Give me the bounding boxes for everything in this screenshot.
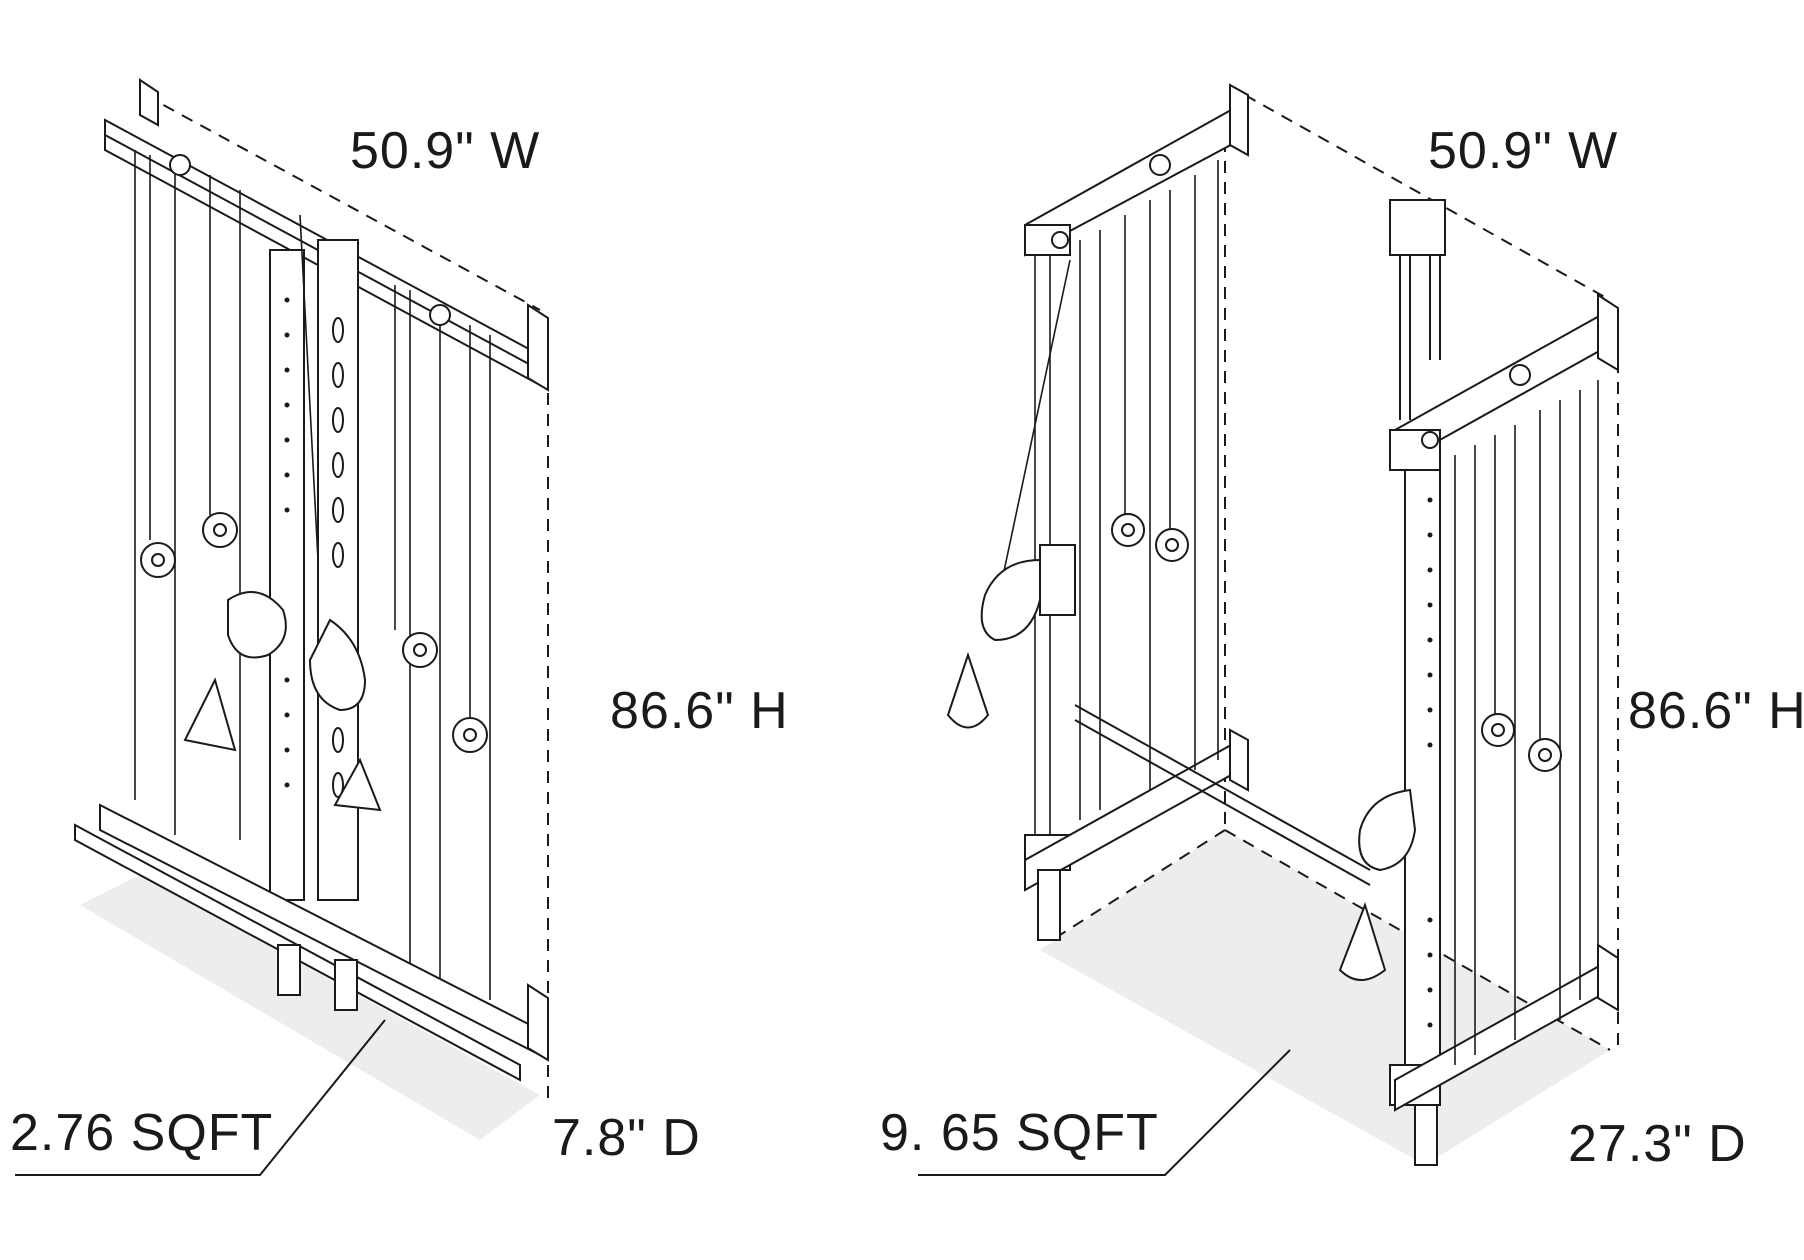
right-hanging-plate (1389, 199, 1446, 256)
right-area-label: 9. 65 SQFT (880, 1104, 1159, 1162)
left-handle-b (333, 757, 382, 812)
left-arm-b (308, 618, 367, 712)
right-left-tower-cables (999, 160, 1219, 835)
left-area-label: 2.76 SQFT (10, 1104, 274, 1162)
left-unit-drawing (15, 78, 549, 1176)
right-right-tower-bracket (1597, 293, 1619, 372)
right-right-tower-arm (1358, 788, 1417, 872)
right-floor-footprint (1040, 830, 1610, 1165)
left-column-slots (332, 317, 344, 798)
right-right-tower-pulleys (1421, 364, 1562, 772)
left-top-right-bracket (527, 303, 549, 392)
left-floor-footprint (80, 875, 540, 1140)
right-width-dash-top (1244, 94, 1611, 301)
right-height-label: 86.6" H (1628, 682, 1804, 740)
left-width-label: 50.9" W (350, 122, 541, 180)
right-width-label: 50.9" W (1428, 122, 1619, 180)
right-right-tower-bottom-bracket (1597, 943, 1619, 1012)
left-cables (134, 150, 491, 1000)
right-pullup-bar-bottom (1074, 719, 1371, 886)
right-right-tower-cables (1454, 380, 1599, 1065)
left-arm-a (227, 591, 287, 659)
right-right-tower-post (1404, 459, 1441, 1081)
left-bottom-right-bracket (527, 983, 549, 1062)
right-pullup-bar-top (1074, 704, 1371, 871)
right-right-tower-handle (1338, 901, 1387, 981)
right-right-tower-foot (1414, 1104, 1438, 1166)
left-handle-a (183, 677, 237, 752)
right-area-leader (918, 1049, 1291, 1176)
left-center-column-a (269, 249, 305, 901)
right-floor-edge-back (1059, 829, 1226, 936)
right-left-tower-bracket (1229, 83, 1249, 157)
left-width-dash-top (144, 94, 541, 311)
right-left-tower-foot (1037, 869, 1061, 941)
right-depth-label: 27.3" D (1568, 1115, 1747, 1173)
left-area-leader (15, 1019, 386, 1176)
left-top-wall-bracket (139, 78, 159, 127)
left-foot-b (334, 959, 358, 1011)
right-unit-drawing (918, 83, 1619, 1176)
right-left-tower-handle (946, 651, 990, 729)
left-height-label: 86.6" H (610, 682, 789, 740)
left-depth-label: 7.8" D (552, 1109, 701, 1167)
right-left-tower-arm (980, 558, 1041, 642)
left-foot-a (277, 944, 301, 996)
left-column-holes (284, 297, 290, 788)
right-right-tower-holes (1427, 497, 1433, 1028)
left-pulleys (140, 154, 488, 753)
right-left-tower-carriage (1039, 544, 1076, 616)
right-left-tower-bottom-bracket (1229, 728, 1249, 792)
right-left-tower-pulleys (1051, 154, 1189, 562)
